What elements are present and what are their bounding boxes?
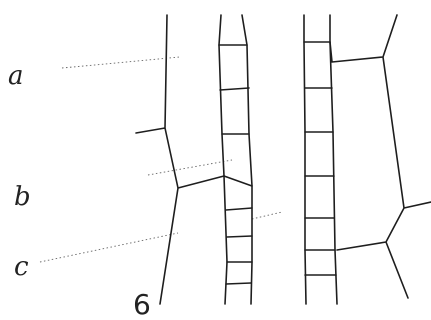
left-cell-wall — [136, 15, 224, 304]
label-c: c — [14, 252, 29, 282]
right-cell-row-outer-wall — [304, 15, 306, 304]
leader-line-a — [62, 57, 180, 68]
label-a: a — [8, 61, 24, 91]
figure-number: 6 — [133, 288, 151, 320]
leader-line-extra — [252, 212, 282, 219]
label-b: b — [14, 182, 31, 212]
right-cell-wall — [330, 15, 431, 298]
leader-line-b — [148, 160, 232, 175]
leader-line-c — [40, 233, 178, 262]
left-cell-row-inner-wall — [242, 15, 252, 304]
left-cell-row-outer-wall — [219, 15, 227, 304]
